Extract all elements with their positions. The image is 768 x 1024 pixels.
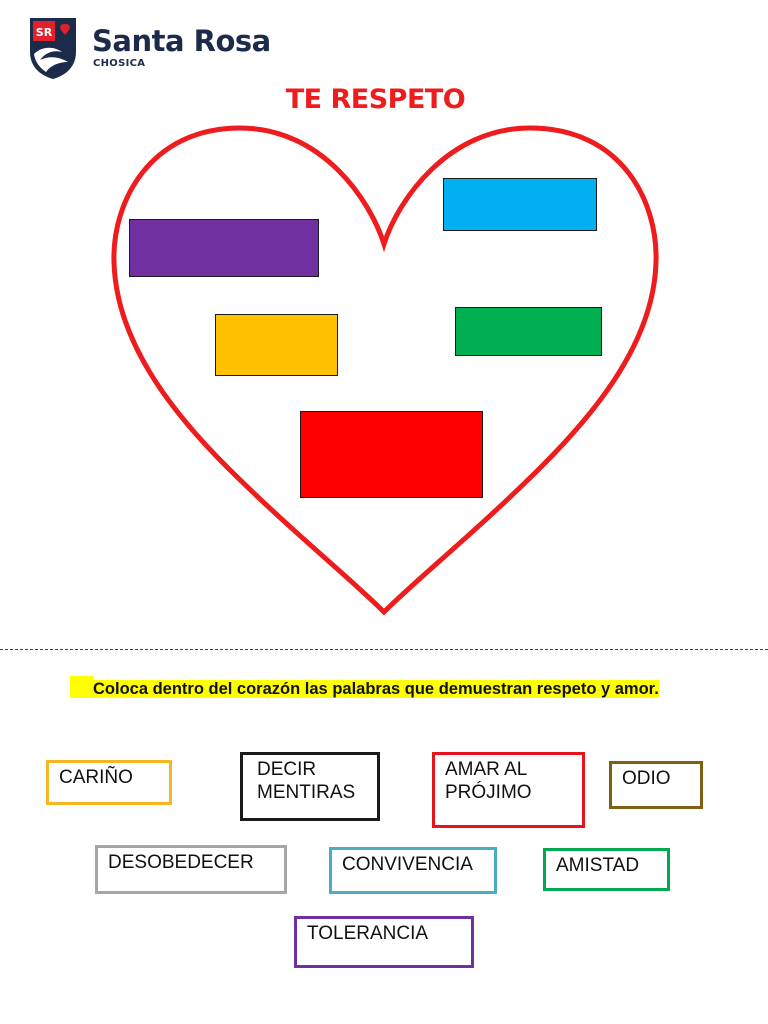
word-label: TOLERANCIA: [307, 923, 429, 944]
word-label: AMISTAD: [556, 855, 640, 876]
heart-slot-red[interactable]: [300, 411, 483, 498]
instruction-part-2: las palabras que demuestran respeto y am…: [304, 680, 659, 698]
heart-slot-blue[interactable]: [443, 178, 597, 231]
word-label: DESOBEDECER: [108, 852, 254, 873]
word-card-convivencia[interactable]: CONVIVENCIA: [329, 847, 497, 894]
word-label: ODIO: [622, 768, 671, 789]
instruction-highlight-lead: [70, 676, 94, 698]
school-logo-shield-icon: SR: [30, 18, 76, 79]
heart-slot-purple[interactable]: [129, 219, 319, 277]
word-card-decir-mentiras[interactable]: DECIR MENTIRAS: [240, 752, 380, 821]
word-card-desobedecer[interactable]: DESOBEDECER: [95, 845, 287, 894]
school-location: CHOSICA: [93, 58, 146, 69]
instruction-part-1: Coloca dentro del corazón: [93, 680, 301, 698]
word-card-tolerancia[interactable]: TOLERANCIA: [294, 916, 474, 968]
word-card-odio[interactable]: ODIO: [609, 761, 703, 809]
word-card-amistad[interactable]: AMISTAD: [543, 848, 670, 891]
page-title: TE RESPETO: [285, 84, 466, 115]
word-label: DECIR MENTIRAS: [257, 759, 356, 803]
heart-slot-yellow[interactable]: [215, 314, 338, 376]
school-name: Santa Rosa: [92, 24, 271, 58]
heart-slot-green[interactable]: [455, 307, 602, 356]
word-card-amar-al-projimo[interactable]: AMAR AL PRÓJIMO: [432, 752, 585, 828]
word-label: AMAR AL PRÓJIMO: [445, 759, 532, 803]
instruction-text: Coloca dentro del corazón las palabras q…: [93, 676, 703, 703]
word-label: CONVIVENCIA: [342, 854, 473, 875]
cut-line-divider: [0, 649, 768, 650]
word-card-carino[interactable]: CARIÑO: [46, 760, 172, 805]
word-label: CARIÑO: [59, 767, 133, 788]
logo-initials: SR: [36, 26, 53, 39]
